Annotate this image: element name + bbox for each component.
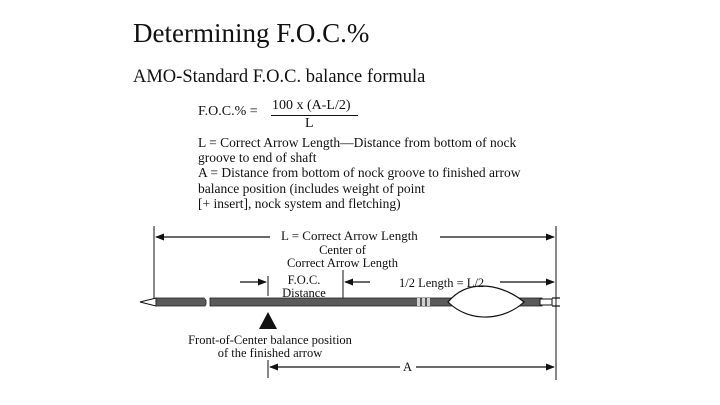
cresting-band: [417, 298, 420, 306]
formula-lhs: F.O.C.% =: [198, 104, 258, 119]
length-label: L = Correct Arrow Length: [281, 228, 418, 243]
foc-label-line1: F.O.C.: [287, 273, 321, 287]
definition-line: balance position (includes weight of poi…: [198, 180, 425, 196]
arrow-shaft-front: [155, 297, 207, 307]
definitions: L = Correct Arrow Length—Distance from b…: [198, 135, 578, 211]
arrow-point: [139, 297, 157, 307]
center-label-line2: Correct Arrow Length: [286, 256, 399, 270]
definition-line: groove to end of shaft: [198, 150, 317, 166]
definition-line: L = Correct Arrow Length—Distance from b…: [198, 135, 517, 150]
definition-line: [+ insert], nock system and fletching): [198, 195, 401, 211]
slide-subtitle: AMO-Standard F.O.C. balance formula: [133, 67, 426, 87]
formula-fraction-bar: [271, 115, 358, 116]
definition-line: A = Distance from bottom of nock groove …: [198, 165, 521, 181]
slide-title: Determining F.O.C.%: [133, 18, 370, 48]
cresting-band: [427, 298, 430, 306]
fletching-icon: [447, 285, 525, 318]
formula-numerator: 100 x (A-L/2): [272, 98, 351, 113]
arrow-illustration: [139, 285, 560, 318]
arrow-nock: [539, 298, 553, 306]
cresting-band: [422, 298, 425, 306]
balance-label-line1: Front-of-Center balance position: [188, 333, 352, 347]
half-length-label: 1/2 Length = L/2: [399, 276, 485, 290]
balance-point-triangle-icon: [259, 312, 277, 329]
formula-denominator: L: [305, 116, 314, 131]
balance-label-line2: of the finished arrow: [217, 346, 323, 360]
foc-label-line2: Distance: [282, 286, 326, 300]
a-label: A: [403, 360, 413, 374]
center-label-line1: Center of: [319, 243, 366, 257]
